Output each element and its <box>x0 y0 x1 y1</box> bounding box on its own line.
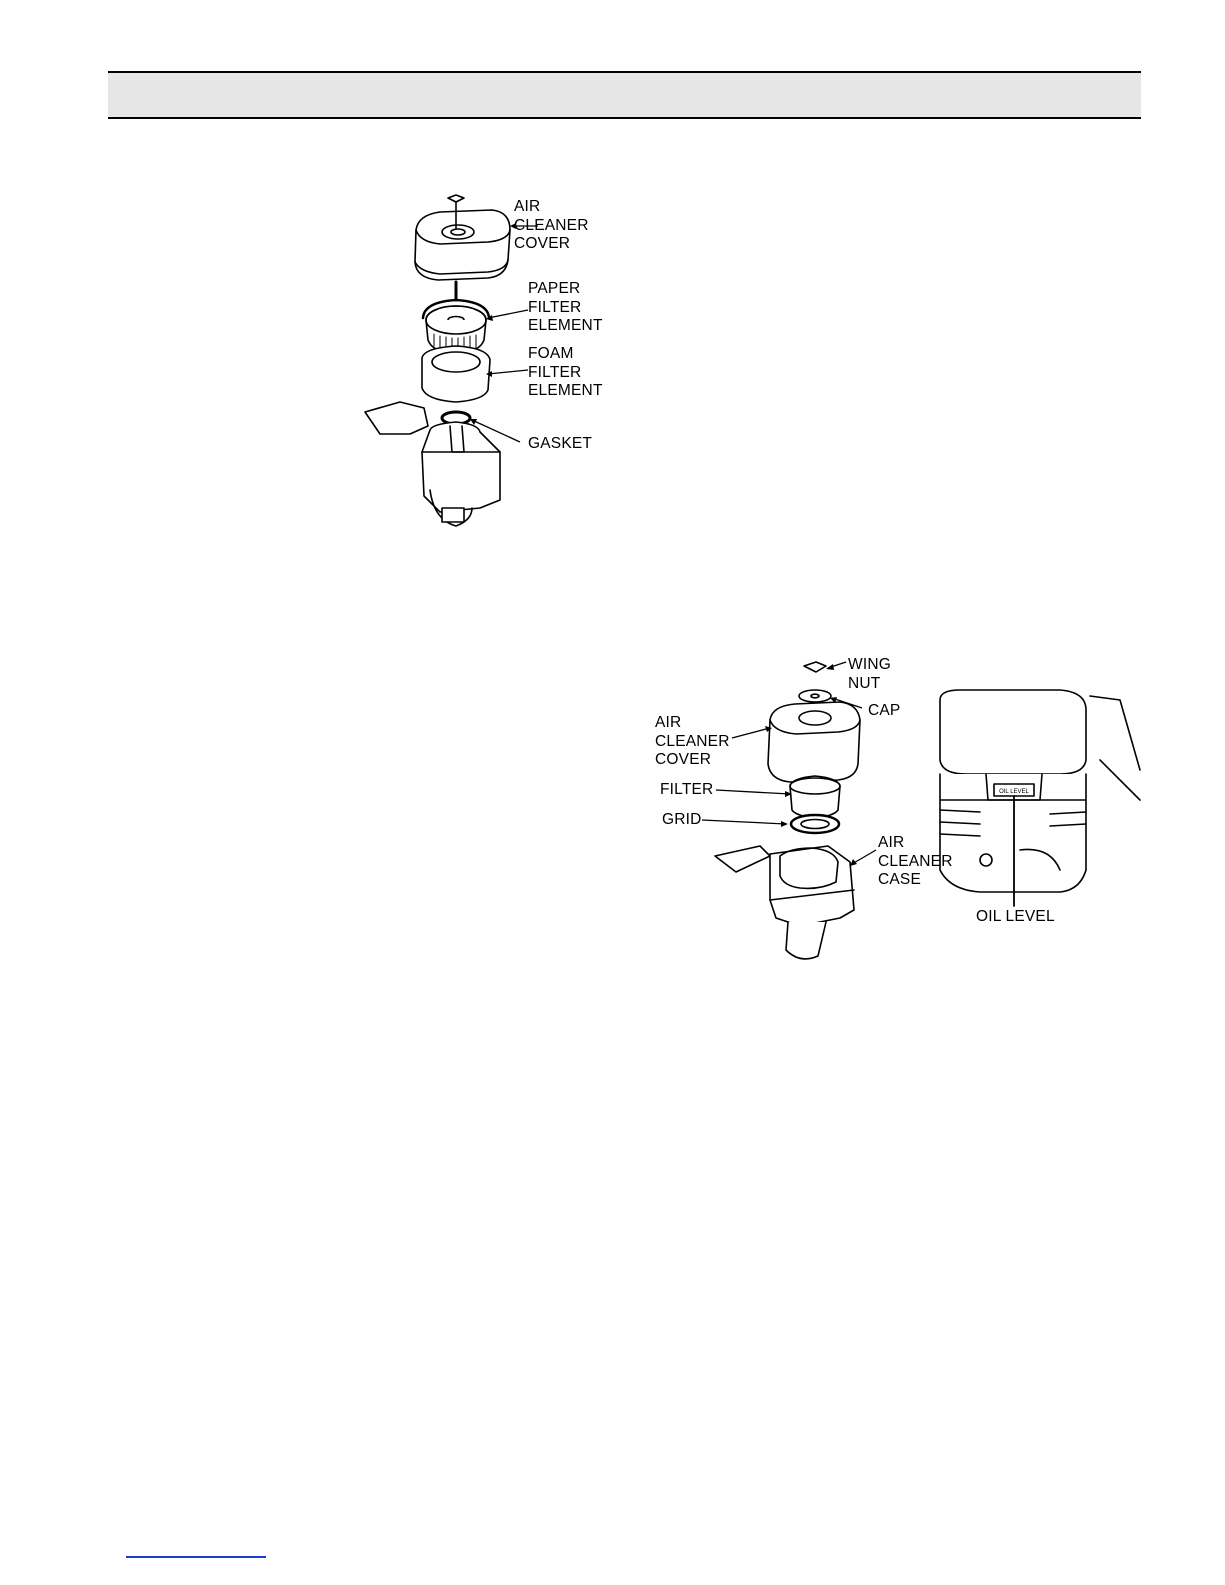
label-wing-nut: WING NUT <box>848 656 891 693</box>
label-filter: FILTER <box>660 781 713 800</box>
air-cleaner-dual-element-diagram: AIR CLEANER COVER PAPER FILTER ELEMENT F… <box>360 190 610 530</box>
section-header-bar <box>108 71 1141 119</box>
label-paper-filter-element: PAPER FILTER ELEMENT <box>528 280 603 336</box>
air-cleaner-and-oil-level-illustration: OIL LEVEL <box>640 650 1140 970</box>
label-air-cleaner-cover: AIR CLEANER COVER <box>514 198 589 254</box>
label-air-cleaner-case: AIR CLEANER CASE <box>878 834 953 890</box>
label-grid: GRID <box>662 811 702 830</box>
oil-level-mark-text: OIL LEVEL <box>999 789 1029 795</box>
label-air-cleaner-cover-2: AIR CLEANER COVER <box>655 714 730 770</box>
label-cap: CAP <box>868 702 900 721</box>
label-oil-level: OIL LEVEL <box>976 908 1055 927</box>
air-cleaner-oil-bath-diagram: OIL LEVEL WING NUT CAP AIR CLEANER COVER… <box>640 650 1140 970</box>
footer-link-underline[interactable] <box>126 1556 266 1558</box>
label-gasket: GASKET <box>528 435 592 454</box>
label-foam-filter-element: FOAM FILTER ELEMENT <box>528 345 603 401</box>
